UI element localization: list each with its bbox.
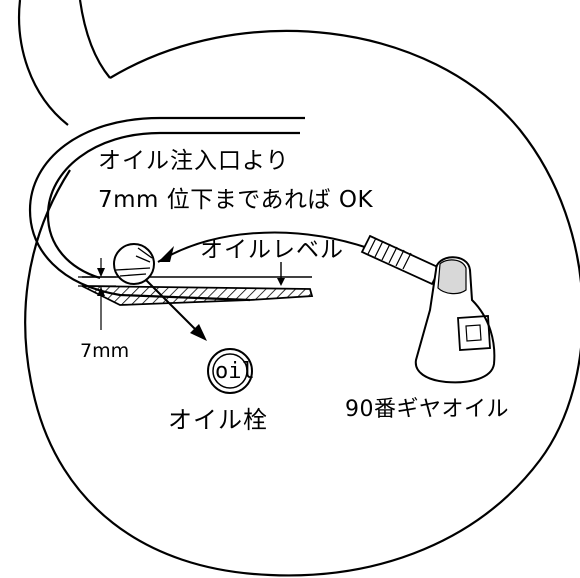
gear-oil-bottle-handle <box>457 315 491 351</box>
plug-arrow-line <box>145 279 197 331</box>
gear-oil-label: 90番ギヤオイル <box>345 397 509 422</box>
plug-arrowhead <box>190 324 207 341</box>
gear-oil-bottle-handle-inner <box>465 324 482 342</box>
gear-oil-bottle-body <box>414 256 496 384</box>
magnifier-stem-right <box>78 0 111 79</box>
gear-case-outer-wall <box>28 116 305 302</box>
dimension-arrowhead-top <box>97 268 105 277</box>
oil-inlet-lens <box>113 243 155 285</box>
oil-level-label: オイルレベル <box>200 237 344 263</box>
gear-oil-bottle-cap-shade <box>437 259 467 295</box>
oil-plug-outer <box>207 348 253 394</box>
oil-level-pointer-head <box>277 278 285 286</box>
dimension-arrowhead-bottom <box>97 287 105 296</box>
oil-plug-label: オイル栓 <box>168 406 268 434</box>
gear-case-inner-wall <box>46 131 300 280</box>
instruction-line-2: 7mm 位下まであれば OK <box>98 187 374 213</box>
magnifier-circle <box>24 29 580 577</box>
pour-arrowhead <box>158 246 174 262</box>
gear-oil-nozzle <box>360 234 442 286</box>
pour-arrow-line <box>157 231 369 263</box>
instruction-line-1: オイル注入口より <box>98 148 290 174</box>
oil-plug-face-text: oil <box>215 359 255 384</box>
oil-plug-inner <box>212 353 248 389</box>
dimension-label: 7mm <box>80 340 130 362</box>
magnifier-stem-left <box>18 0 69 126</box>
oil-surface-hatched <box>81 285 314 306</box>
gear-oil-nozzle-ridges <box>367 237 412 270</box>
oil-inlet-lens-detail <box>115 247 153 277</box>
